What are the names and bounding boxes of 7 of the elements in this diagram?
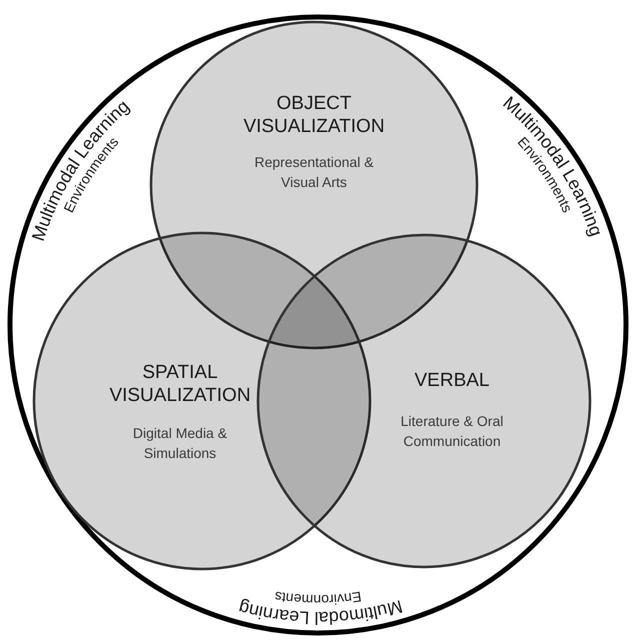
circle-description: Representational & Visual Arts <box>253 153 375 192</box>
circle-description: Digital Media & Simulations <box>132 424 228 463</box>
circle-heading: OBJECT VISUALIZATION <box>242 92 386 138</box>
circle-heading: SPATIAL VISUALIZATION <box>108 361 252 407</box>
circle-description: Literature & Oral Communication <box>400 412 504 451</box>
outer-circle <box>6 13 630 637</box>
circle-heading: VERBAL <box>414 369 490 392</box>
